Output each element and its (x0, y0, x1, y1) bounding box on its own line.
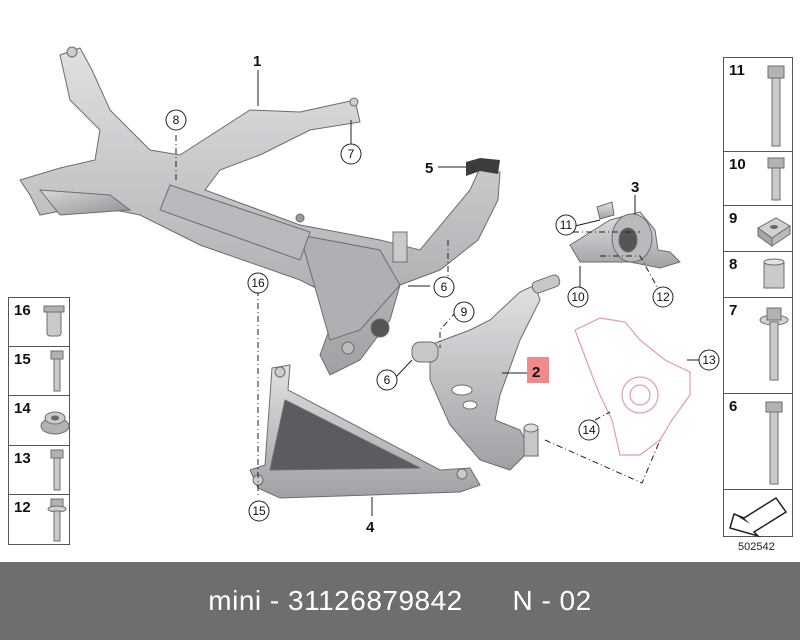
left-row-15: 15 (9, 347, 69, 396)
right-label-8: 8 (729, 256, 738, 273)
left-label-14: 14 (14, 400, 31, 417)
diagram-code: 502542 (738, 541, 775, 553)
right-row-10: 10 (724, 152, 792, 206)
left-label-12: 12 (14, 499, 31, 516)
callout-13: 13 (702, 353, 716, 367)
nut-insert-icon (43, 305, 65, 337)
callout-circle-12: 12 (652, 286, 674, 308)
callout-circle-14: 14 (578, 419, 600, 441)
callout-1: 1 (253, 53, 261, 70)
leader-lines (175, 135, 661, 498)
callout-circle-11: 11 (555, 214, 577, 236)
circled-callouts: 8 7 16 6 9 6 11 10 12 13 14 15 (165, 109, 720, 522)
long-thin-bolt-icon (765, 401, 783, 485)
long-bolt-icon (767, 65, 785, 147)
direction-arrow-icon (729, 496, 788, 538)
front-axle-subframe (19, 46, 501, 376)
footer-gap (463, 585, 513, 617)
footer-part-number: 31126879842 (288, 585, 463, 616)
shear-panel-part-4 (249, 364, 481, 499)
right-label-10: 10 (729, 156, 746, 173)
wheel-carrier-outline (574, 317, 691, 456)
callout-circle-6a: 6 (433, 276, 455, 298)
footer-separator: - (261, 585, 289, 616)
exploded-parts-diagram: 1 5 3 4 2 8 7 16 6 9 6 11 10 12 13 14 15 (19, 46, 720, 536)
right-row-arrow (724, 490, 792, 538)
sleeve-icon (763, 258, 785, 289)
callout-labels: 1 5 3 4 (253, 53, 639, 536)
bolt-short-icon (50, 350, 64, 392)
callout-circle-16: 16 (247, 272, 269, 294)
callout-12: 12 (656, 290, 670, 304)
right-row-6: 6 (724, 394, 792, 490)
right-label-7: 7 (729, 302, 738, 319)
right-row-9: 9 (724, 206, 792, 252)
callout-16: 16 (251, 276, 265, 290)
callout-circle-6b: 6 (376, 369, 398, 391)
left-label-15: 15 (14, 351, 31, 368)
left-label-13: 13 (14, 450, 31, 467)
callout-15: 15 (252, 504, 266, 518)
right-row-7: 7 (724, 298, 792, 394)
callout-2: 2 (532, 364, 540, 381)
footer-page: N - 02 (512, 585, 592, 616)
right-label-9: 9 (729, 210, 738, 227)
callout-6b: 6 (384, 373, 391, 387)
callout-circle-8: 8 (165, 109, 187, 131)
callout-circle-9: 9 (453, 301, 475, 323)
callout-circle-15: 15 (248, 500, 270, 522)
flange-bolt-icon (759, 307, 789, 381)
right-row-11: 11 (724, 58, 792, 152)
callout-4: 4 (366, 519, 375, 536)
callout-2-highlight: 2 (527, 357, 549, 383)
left-label-16: 16 (14, 302, 31, 319)
wishbone-control-arm (411, 274, 561, 471)
callout-9: 9 (461, 305, 468, 319)
left-row-16: 16 (9, 298, 69, 347)
callout-circle-7: 7 (340, 143, 362, 165)
callout-6a: 6 (441, 280, 448, 294)
callout-3: 3 (631, 179, 639, 196)
square-nut-icon (757, 217, 791, 247)
left-row-14: 14 (9, 396, 70, 446)
callout-7: 7 (348, 147, 355, 161)
footer-bar: mini - 31126879842 N - 02 (0, 562, 800, 640)
callout-8: 8 (173, 113, 180, 127)
bolt-thin-icon (50, 449, 64, 491)
short-bolt-icon (767, 157, 785, 201)
hydro-mount-part-3 (569, 201, 681, 269)
left-fastener-panel: 16 15 14 13 12 (8, 297, 70, 545)
left-row-13: 13 (9, 446, 69, 495)
flange-nut-icon (40, 411, 70, 435)
bolt-washer-icon (47, 498, 67, 542)
left-row-12: 12 (9, 495, 69, 546)
callout-circle-10: 10 (567, 286, 589, 308)
callout-14: 14 (582, 423, 596, 437)
footer-brand: mini (208, 585, 262, 616)
right-label-6: 6 (729, 398, 738, 415)
right-fastener-panel: 11 10 9 8 7 6 (723, 57, 793, 538)
right-row-8: 8 (724, 252, 792, 298)
pad-part-5 (466, 158, 500, 176)
callout-10: 10 (571, 290, 585, 304)
callout-5: 5 (425, 160, 433, 177)
right-label-11: 11 (729, 62, 745, 79)
callout-circle-13: 13 (698, 349, 720, 371)
callout-11: 11 (560, 218, 573, 232)
